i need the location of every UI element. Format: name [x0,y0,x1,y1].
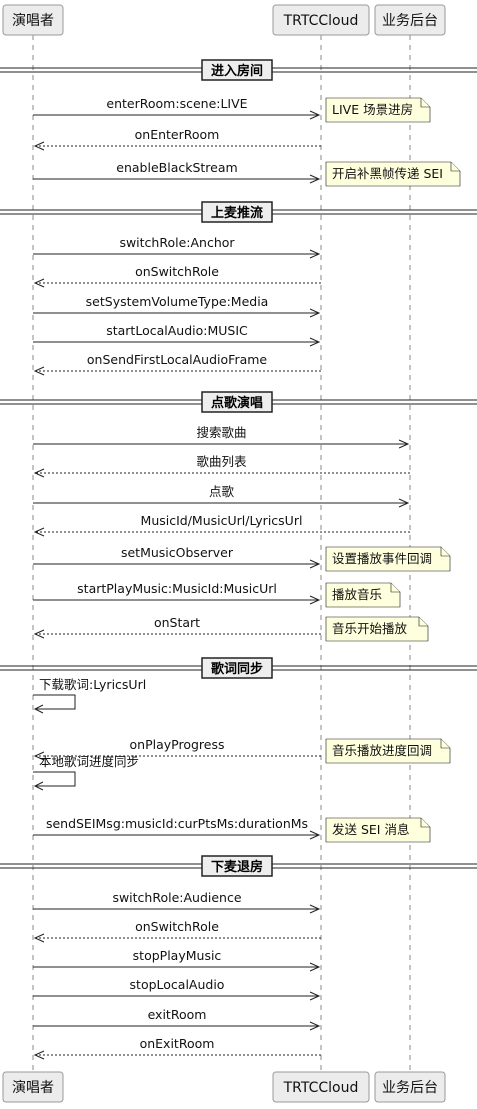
arrow-head [309,830,321,840]
self-message-line [33,771,76,787]
participant-box-trtc-top[interactable] [272,4,370,36]
arrow-head [33,629,45,639]
section-title: 上麦推流 [211,205,263,221]
note-box [325,582,401,608]
note-label: 发送 SEI 消息 [332,822,409,837]
participant-label-trtc-bottom: TRTCCloud [283,1080,359,1096]
note-fold [390,583,400,593]
note-fold [418,617,428,627]
section-title: 点歌演唱 [211,395,263,411]
note-label: 设置播放事件回调 [332,551,432,566]
arrow-head [33,704,44,714]
note-box [325,546,451,572]
message-label: setSystemVolumeType:Media [86,294,269,309]
message-label: onStart [154,615,200,630]
participant-label-backend-top: 业务后台 [382,13,438,29]
arrow-head [33,933,45,943]
participant-label-singer-top: 演唱者 [12,13,54,29]
note-label: 音乐播放进度回调 [332,743,432,758]
arrow-head [309,308,321,318]
participant-label-trtc-top: TRTCCloud [283,13,359,29]
note-label: LIVE 场景进房 [332,102,413,117]
arrow-head [309,249,321,259]
message-label: setMusicObserver [121,545,234,560]
message-label: onExitRoom [140,1036,215,1051]
arrow-head [33,751,45,761]
message-label: 歌曲列表 [196,454,247,469]
participant-box-singer-top[interactable] [2,4,64,36]
message-label: MusicId/MusicUrl/LyricsUrl [141,513,303,528]
participant-box-trtc-bottom[interactable] [272,1071,370,1103]
arrow-head [309,1021,321,1031]
message-label: stopPlayMusic [133,948,222,963]
message-label: 搜索歌曲 [196,425,246,440]
arrow-head [398,498,410,508]
note-fold [420,98,430,108]
participant-box-singer-bottom[interactable] [2,1071,64,1103]
note-fold [420,818,430,828]
arrow-head [309,174,321,184]
message-label: enterRoom:scene:LIVE [106,96,247,111]
arrow-head [33,141,45,151]
message-label: 本地歌词进度同步 [39,754,139,769]
arrow-head [309,559,321,569]
note-box [325,161,461,187]
section-box [201,391,273,413]
message-label: onSwitchRole [135,264,219,279]
message-label: sendSEIMsg:musicId:curPtsMs:durationMs [46,816,308,831]
arrow-head [309,904,321,914]
participant-box-backend-top[interactable] [374,4,446,36]
section-box [201,855,273,877]
participant-label-backend-bottom: 业务后台 [382,1080,438,1096]
arrow-head [309,337,321,347]
note-box [325,738,451,764]
arrow-head [33,366,45,376]
note-fold [450,162,460,172]
message-label: onSwitchRole [135,919,219,934]
note-box [325,817,431,843]
section-title: 歌词同步 [211,661,263,677]
arrow-head [33,468,45,478]
message-label: 点歌 [209,484,235,499]
section-box [201,657,273,679]
note-label: 音乐开始播放 [332,621,408,636]
arrow-head [309,991,321,1001]
message-label: onSendFirstLocalAudioFrame [87,352,268,367]
note-box [325,97,431,123]
arrow-head [309,110,321,120]
message-label: switchRole:Anchor [119,235,235,250]
section-title: 进入房间 [211,63,263,79]
note-fold [440,547,450,557]
arrow-head [309,595,321,605]
message-label: exitRoom [148,1007,207,1022]
section-box [201,201,273,223]
message-label: enableBlackStream [116,160,237,175]
message-label: startPlayMusic:MusicId:MusicUrl [77,581,277,596]
message-label: 下载歌词:LyricsUrl [39,677,146,692]
note-box [325,616,429,642]
self-message-line [33,694,76,710]
participant-label-singer-bottom: 演唱者 [12,1080,54,1096]
participant-box-backend-bottom[interactable] [374,1071,446,1103]
note-label: 播放音乐 [332,587,382,602]
arrow-head [309,962,321,972]
message-label: switchRole:Audience [112,890,241,905]
arrow-head [33,1050,45,1060]
message-label: startLocalAudio:MUSIC [106,323,248,338]
message-label: stopLocalAudio [130,977,225,992]
arrow-head [33,781,44,791]
arrow-head [33,278,45,288]
note-fold [440,739,450,749]
section-box [201,59,273,81]
message-label: onPlayProgress [130,737,225,752]
message-label: onEnterRoom [135,127,220,142]
arrow-head [398,439,410,449]
section-title: 下麦退房 [211,859,263,875]
arrow-head [33,527,45,537]
note-label: 开启补黑帧传递 SEI [332,166,443,181]
